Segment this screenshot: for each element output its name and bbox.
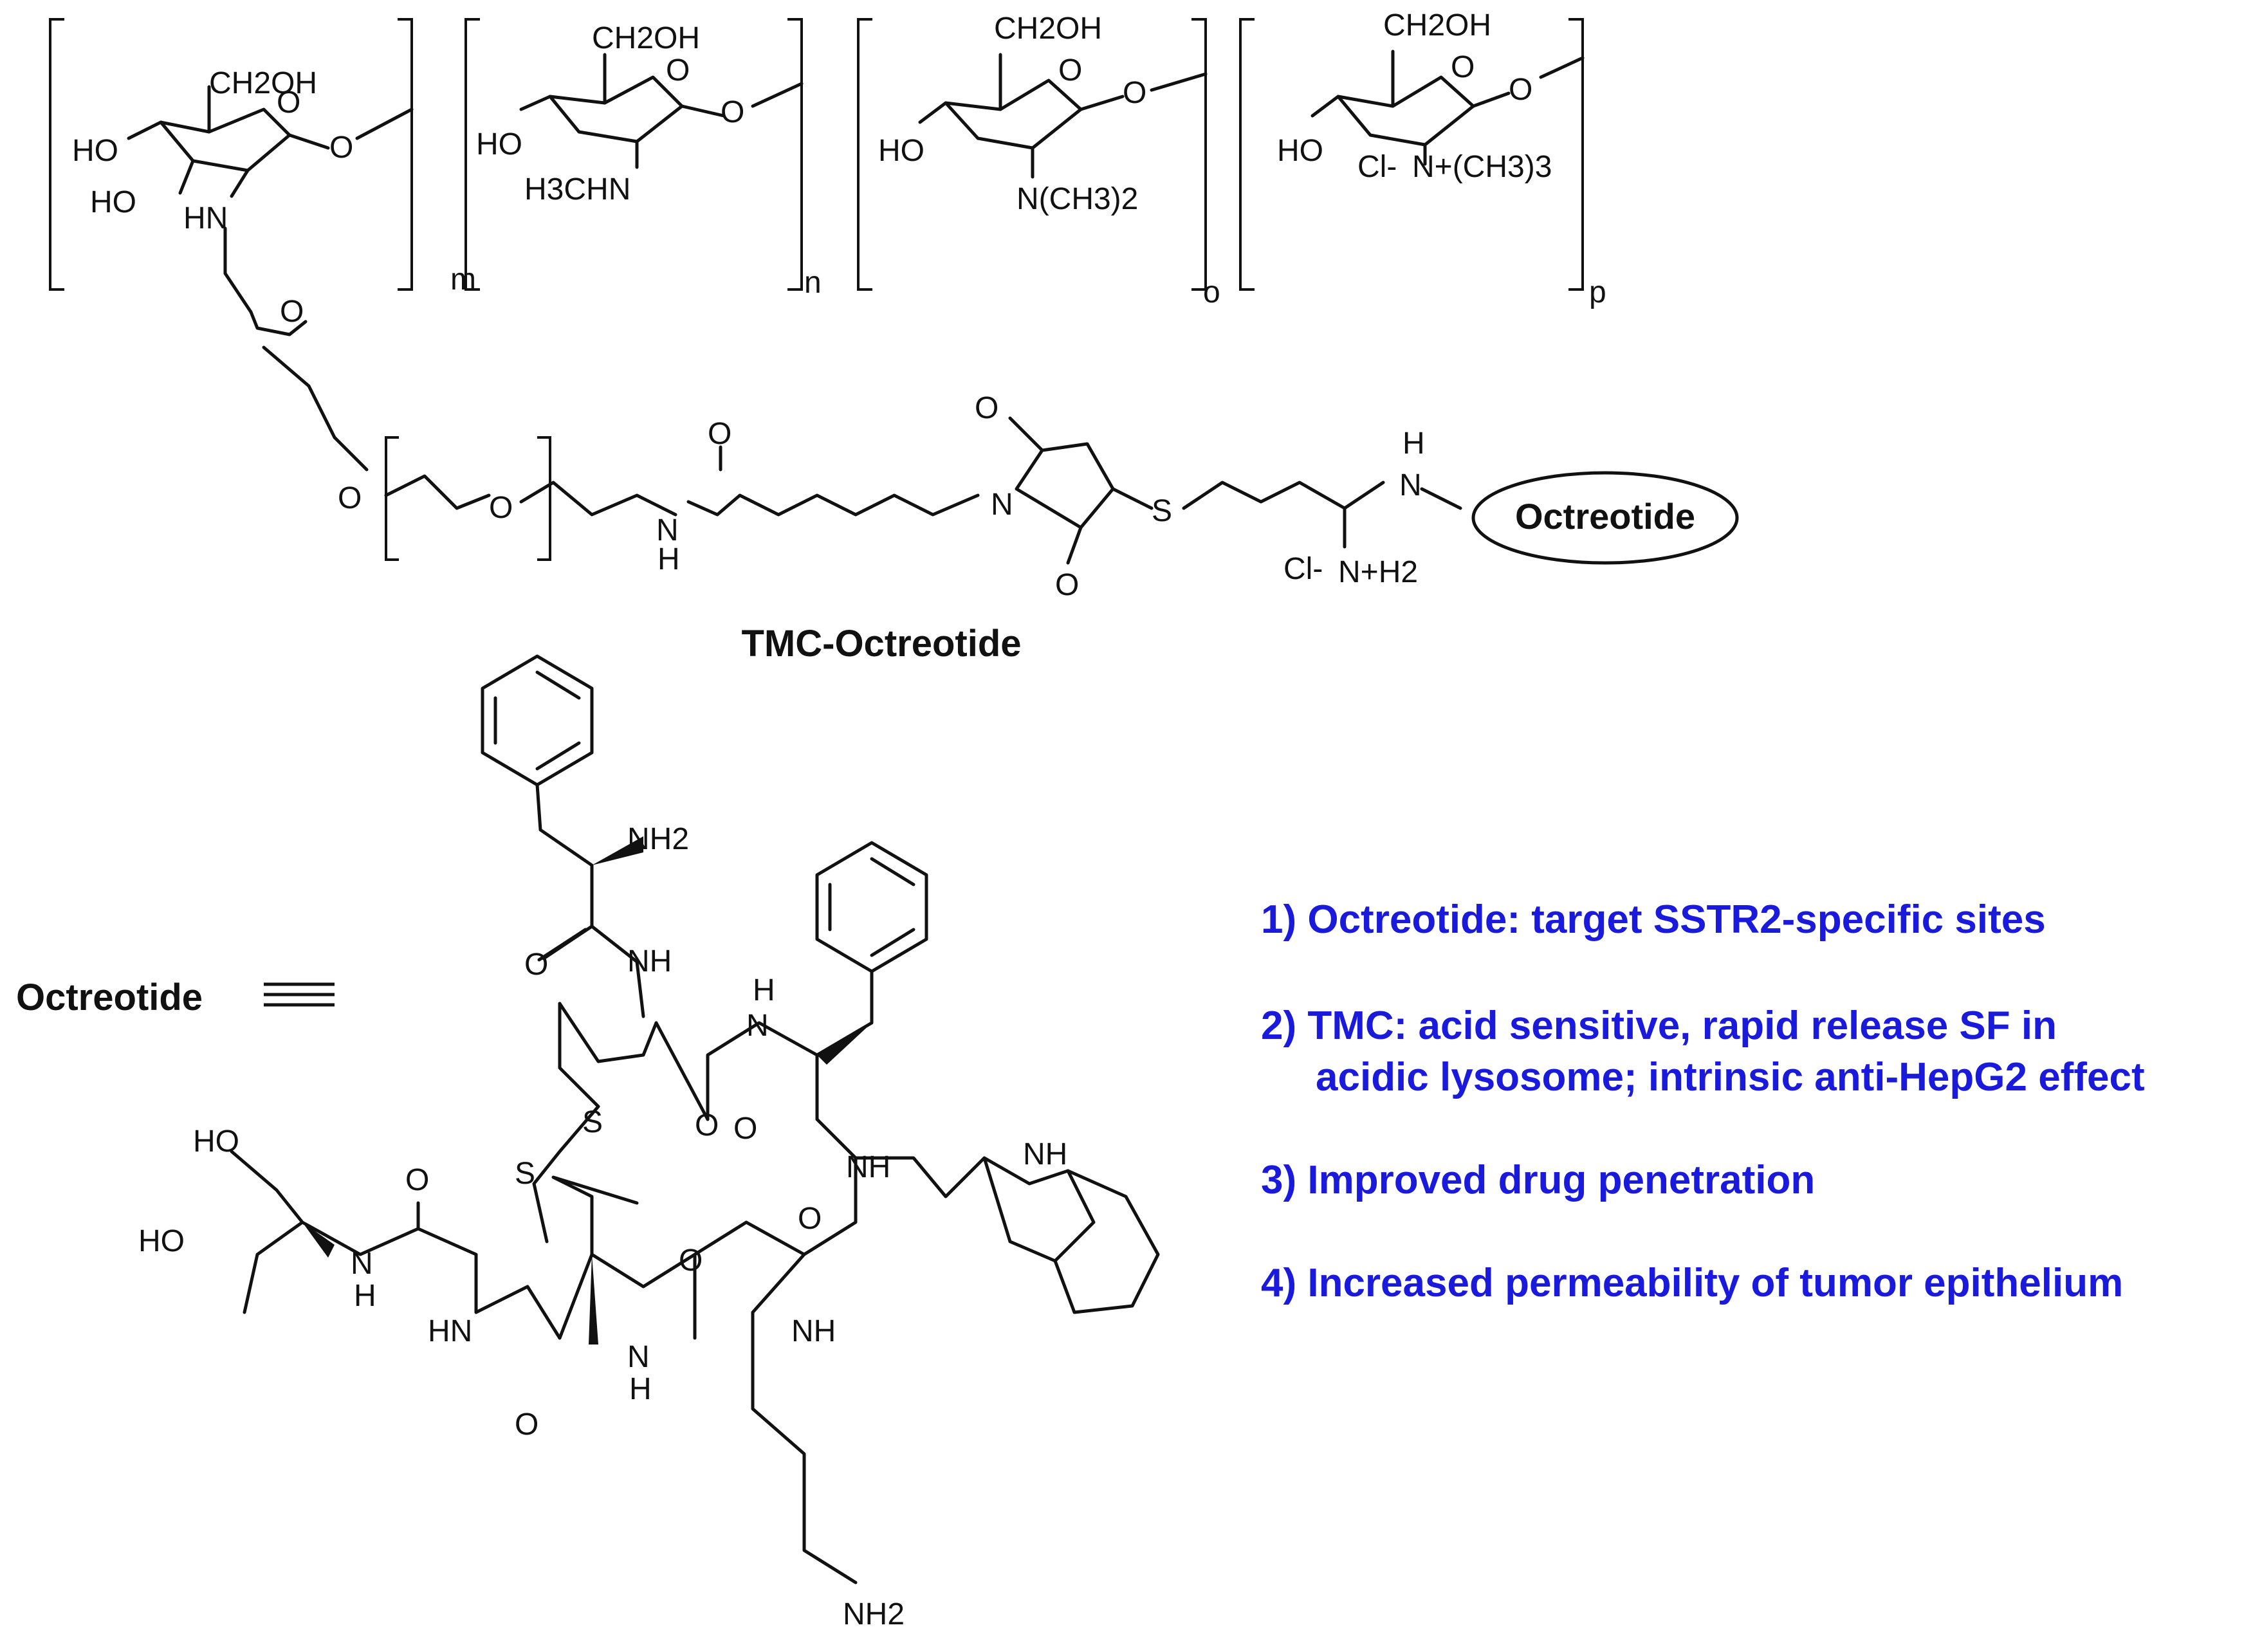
ho-label-4: HO bbox=[1277, 134, 1323, 168]
tmc-octreotide-caption: TMC-Octreotide bbox=[742, 623, 1022, 665]
trp-amide-nh: NH bbox=[846, 1150, 890, 1184]
ring-oxygen-4: O bbox=[1451, 50, 1475, 84]
glycosidic-oxygen-4: O bbox=[1509, 73, 1532, 107]
cys-carbonyl-oxygen: O bbox=[695, 1108, 719, 1143]
key-point-2-line-1: 2) TMC: acid sensitive, rapid release SF… bbox=[1261, 1004, 2057, 1048]
equivalence-symbol bbox=[264, 982, 335, 1007]
key-point-1: 1) Octreotide: target SSTR2-specific sit… bbox=[1261, 897, 2046, 942]
ho-label-1a: HO bbox=[72, 134, 118, 168]
indole-pyrrole bbox=[982, 1156, 1096, 1263]
n-terminal-amine: NH2 bbox=[627, 822, 689, 856]
peg-maleimide-linker: O O O O N H N O O S N H Cl- N+H2 Octreot… bbox=[249, 295, 1739, 602]
glucosamine-unit-1: CH2OH O HO HO HN O m bbox=[72, 66, 476, 314]
ho-label-3: HO bbox=[878, 134, 924, 168]
key-point-2-line-2: acidic lysosome; intrinsic anti-HepG2 ef… bbox=[1316, 1055, 2145, 1099]
octreotide-target-label: Octreotide bbox=[1515, 496, 1695, 537]
hydroxymethyl-label: HO bbox=[193, 1124, 239, 1159]
tmc-polymer: CH2OH O HO HO HN O m CH2OH O HO H3CHN O … bbox=[49, 8, 1606, 314]
amidinium-label: N+H2 bbox=[1338, 555, 1418, 589]
thr-amide-n: N bbox=[627, 1340, 650, 1374]
phenyl-ring-1 bbox=[481, 654, 594, 787]
ch2oh-label-4: CH2OH bbox=[1383, 8, 1491, 42]
amidine-nitrogen: N bbox=[1399, 468, 1422, 502]
phe-carbonyl-oxygen: O bbox=[524, 948, 548, 982]
repeat-unit-brackets bbox=[49, 18, 1584, 291]
key-point-4: 4) Increased permeability of tumor epith… bbox=[1261, 1261, 2123, 1305]
octreotide-target-ellipse bbox=[1471, 471, 1739, 565]
chloride-label: Cl- bbox=[1283, 552, 1323, 586]
glucosamine-unit-4: CH2OH O HO Cl- N+(CH3)3 O p bbox=[1277, 8, 1606, 309]
maleimide-nitrogen: N bbox=[991, 488, 1013, 522]
thr-carbonyl-oxygen: O bbox=[405, 1163, 429, 1197]
threoninol-amide-h: H bbox=[354, 1279, 376, 1313]
carbonyl-oxygen: O bbox=[280, 295, 304, 329]
ring-oxygen-1: O bbox=[277, 86, 300, 120]
subscript-m: m bbox=[450, 262, 476, 297]
octreotide-label: Octreotide bbox=[16, 977, 203, 1018]
subscript-n: n bbox=[804, 266, 822, 300]
chloride-label-4: Cl- bbox=[1357, 150, 1397, 184]
ch2oh-label-2: CH2OH bbox=[592, 21, 700, 55]
thioether-sulfur: S bbox=[1152, 494, 1172, 528]
ho-label-2: HO bbox=[476, 127, 522, 161]
dimethylamino-label: N(CH3)2 bbox=[1016, 182, 1138, 216]
ch2oh-label-3: CH2OH bbox=[994, 12, 1102, 46]
thr-amide-h: H bbox=[629, 1372, 652, 1406]
secondary-hydroxyl-label: HO bbox=[138, 1224, 185, 1258]
ether-oxygen-1: O bbox=[338, 481, 362, 515]
subscript-p: p bbox=[1589, 275, 1606, 309]
key-points-list: 1) Octreotide: target SSTR2-specific sit… bbox=[1261, 897, 2145, 1305]
glycosidic-oxygen-1: O bbox=[329, 131, 353, 165]
maleimide-oxygen-bottom: O bbox=[1055, 568, 1079, 602]
phe2-amide-n: N bbox=[746, 1009, 769, 1043]
glucosamine-unit-3: CH2OH O HO N(CH3)2 O o bbox=[878, 12, 1220, 309]
cys2-amide-hn: HN bbox=[428, 1314, 472, 1348]
ether-oxygen-2: O bbox=[489, 491, 513, 525]
phe2-amide-h: H bbox=[753, 973, 775, 1007]
sulfur-1: S bbox=[582, 1105, 603, 1139]
glucosamine-unit-2: CH2OH O HO H3CHN O n bbox=[476, 21, 822, 300]
lysine-side-chain-amine: NH2 bbox=[843, 1597, 905, 1631]
threoninol-amide-n: N bbox=[351, 1247, 373, 1281]
h3chn-label: H3CHN bbox=[524, 172, 630, 206]
subscript-o: o bbox=[1203, 275, 1220, 309]
amide-oxygen: O bbox=[708, 417, 731, 451]
sulfur-2: S bbox=[515, 1157, 535, 1191]
cys2-carbonyl-oxygen: O bbox=[515, 1408, 538, 1442]
glycosidic-oxygen-3: O bbox=[1123, 76, 1146, 110]
amide-nitrogen: N bbox=[656, 513, 679, 547]
trp-carbonyl-oxygen: O bbox=[798, 1202, 822, 1236]
lys-carbonyl-oxygen: O bbox=[679, 1244, 703, 1278]
maleimide-oxygen-top: O bbox=[975, 391, 998, 425]
glycosidic-oxygen-2: O bbox=[721, 95, 744, 129]
amidine-hydrogen: H bbox=[1402, 427, 1425, 461]
hn-label-1: HN bbox=[183, 201, 228, 235]
ch2oh-label-1: CH2OH bbox=[209, 66, 317, 100]
phe2-carbonyl-oxygen: O bbox=[733, 1112, 757, 1146]
ring-oxygen-2: O bbox=[666, 53, 690, 87]
cys-amide-nh: NH bbox=[627, 944, 672, 978]
ring-oxygen-3: O bbox=[1058, 53, 1082, 87]
amide-hydrogen: H bbox=[658, 542, 680, 576]
indole-nh: NH bbox=[1023, 1137, 1067, 1171]
trimethylammonium-label: N+(CH3)3 bbox=[1412, 150, 1552, 184]
phenyl-ring-2 bbox=[815, 841, 928, 973]
octreotide-structure: NH2 O NH H N O S S O NH NH HO O HO N H H… bbox=[138, 654, 1160, 1631]
lys-amide-nh: NH bbox=[791, 1314, 836, 1348]
key-point-3: 3) Improved drug penetration bbox=[1261, 1158, 1815, 1202]
ho-label-1b: HO bbox=[90, 185, 136, 219]
